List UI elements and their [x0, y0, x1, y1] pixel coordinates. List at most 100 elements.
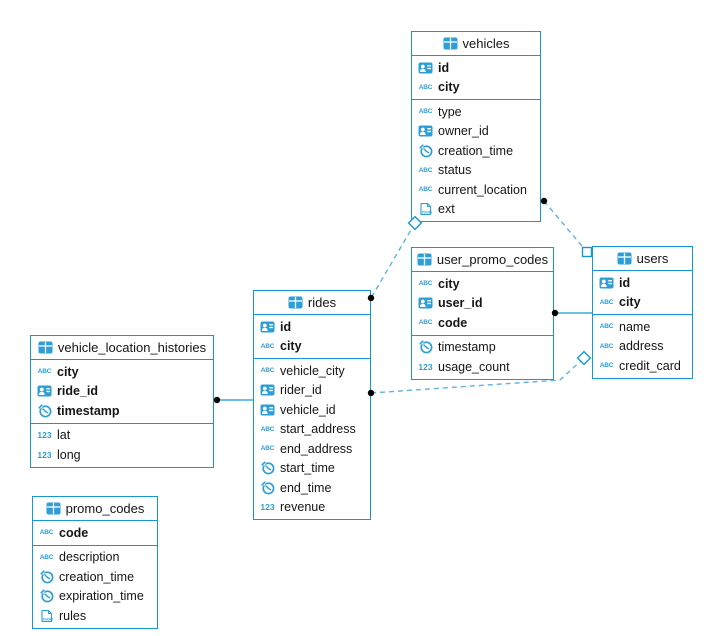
field-name: timestamp: [57, 403, 120, 418]
table-header[interactable]: promo_codes: [33, 497, 157, 521]
id-badge-icon: [259, 384, 276, 396]
table-grid-icon: [38, 341, 53, 354]
field-name: city: [619, 295, 641, 310]
relationship-vehicles-users[interactable]: [543, 200, 588, 253]
field-row-description[interactable]: ABC description: [33, 548, 157, 568]
abc-text-icon: ABC: [39, 553, 54, 561]
table-grid-icon: [288, 296, 303, 309]
field-name: name: [619, 319, 651, 334]
field-name: id: [619, 275, 631, 290]
field-name: vehicle_city: [280, 363, 345, 378]
field-row-rider_id[interactable]: rider_id: [254, 381, 370, 401]
field-row-id[interactable]: id: [412, 58, 540, 78]
table-name: user_promo_codes: [436, 252, 549, 267]
cardinality-diamond: [576, 350, 592, 366]
table-header[interactable]: user_promo_codes: [412, 248, 553, 272]
field-row-timestamp[interactable]: timestamp: [412, 338, 553, 358]
field-name: code: [59, 525, 89, 540]
field-name: creation_time: [59, 569, 135, 584]
field-row-user_id[interactable]: user_id: [412, 294, 553, 314]
table-header[interactable]: users: [593, 247, 692, 271]
field-name: description: [59, 550, 120, 565]
field-row-ride_id[interactable]: ride_id: [31, 382, 213, 402]
table-header[interactable]: rides: [254, 291, 370, 315]
abc-text-icon: ABC: [260, 445, 275, 453]
field-row-creation_time[interactable]: creation_time: [412, 141, 540, 161]
field-row-end_address[interactable]: ABC end_address: [254, 439, 370, 459]
table-header[interactable]: vehicle_location_histories: [31, 336, 213, 360]
clock-icon: [38, 569, 55, 584]
field-name: type: [438, 104, 462, 119]
abc-text-icon: ABC: [599, 362, 614, 370]
clock-icon: [417, 143, 434, 158]
field-name: address: [619, 339, 664, 354]
field-row-city[interactable]: ABC city: [412, 274, 553, 294]
field-name: end_address: [280, 441, 353, 456]
field-row-id[interactable]: id: [254, 317, 370, 337]
abc-text-icon: ABC: [418, 280, 433, 288]
abc-text-icon: ABC: [260, 425, 275, 433]
field-name: expiration_time: [59, 589, 144, 604]
id-badge-icon: [417, 62, 434, 74]
field-name: timestamp: [438, 340, 496, 355]
field-row-end_time[interactable]: end_time: [254, 478, 370, 498]
field-row-expiration_time[interactable]: expiration_time: [33, 587, 157, 607]
field-row-name[interactable]: ABC name: [593, 317, 692, 337]
field-name: long: [57, 447, 81, 462]
relationship-rides-users[interactable]: [370, 357, 585, 394]
field-name: id: [438, 60, 450, 75]
field-name: rules: [59, 608, 87, 623]
field-row-vehicle_id[interactable]: vehicle_id: [254, 400, 370, 420]
field-row-address[interactable]: ABC address: [593, 337, 692, 357]
field-row-id[interactable]: id: [593, 273, 692, 293]
abc-text-icon: ABC: [418, 166, 433, 174]
field-name: city: [438, 276, 460, 291]
field-row-start_address[interactable]: ABC start_address: [254, 420, 370, 440]
abc-text-icon: ABC: [599, 342, 614, 350]
field-row-rules[interactable]: JSON rules: [33, 606, 157, 626]
field-name: city: [438, 80, 460, 95]
abc-text-icon: ABC: [418, 83, 433, 91]
field-name: creation_time: [438, 143, 514, 158]
field-row-creation_time[interactable]: creation_time: [33, 567, 157, 587]
field-row-start_time[interactable]: start_time: [254, 459, 370, 479]
id-badge-icon: [36, 385, 53, 397]
table-header[interactable]: vehicles: [412, 32, 540, 56]
number-123-icon: 123: [37, 430, 52, 441]
svg-text:JSON: JSON: [42, 616, 53, 621]
field-row-timestamp[interactable]: timestamp: [31, 401, 213, 421]
relationship-vehicles-rides[interactable]: [370, 222, 416, 299]
field-row-city[interactable]: ABC city: [412, 78, 540, 98]
field-name: start_address: [280, 422, 356, 437]
field-name: usage_count: [438, 359, 510, 374]
abc-text-icon: ABC: [599, 323, 614, 331]
field-row-owner_id[interactable]: owner_id: [412, 122, 540, 142]
abc-text-icon: ABC: [418, 319, 433, 327]
